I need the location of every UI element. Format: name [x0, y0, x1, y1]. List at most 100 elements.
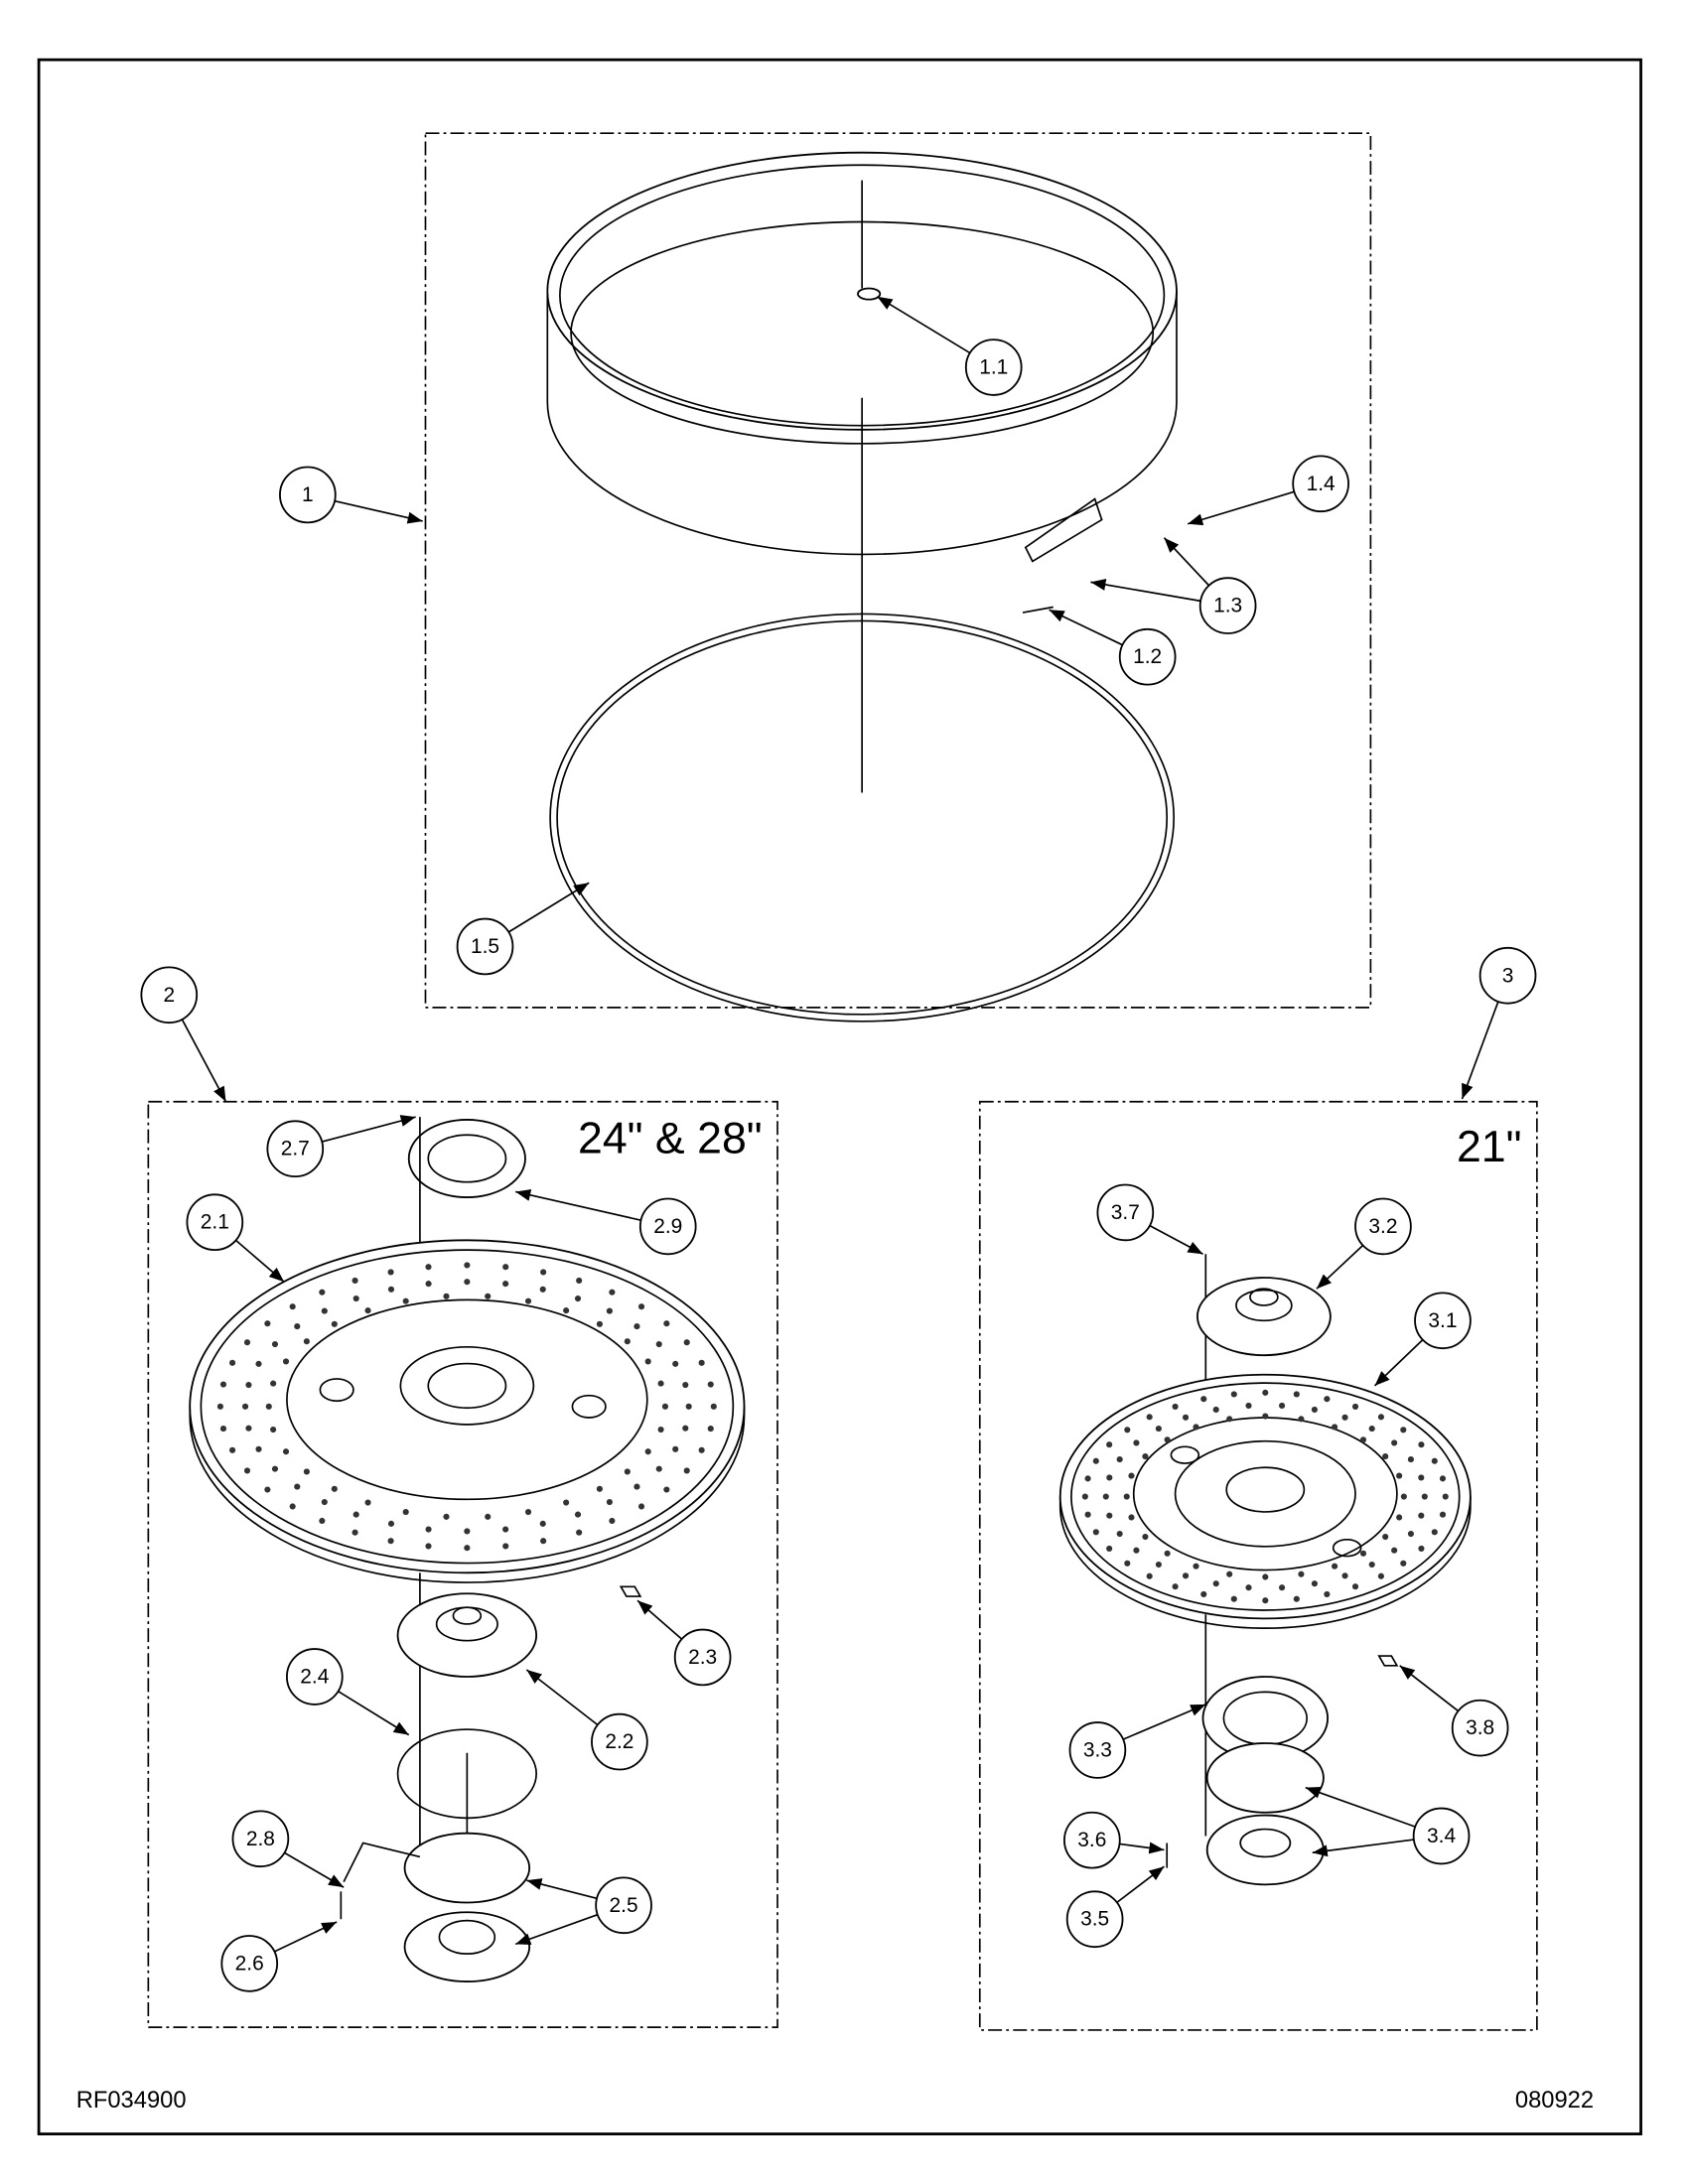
disc-hole [1262, 1597, 1269, 1604]
leader-arrow [234, 1239, 285, 1283]
disc-hole [1146, 1414, 1153, 1421]
page-border [37, 58, 1642, 2135]
disc-hole [606, 1498, 613, 1506]
disc-hole [1193, 1563, 1199, 1570]
disc-hole [576, 1529, 583, 1536]
group-3-box [978, 1100, 1538, 2031]
disc-hole [1442, 1493, 1449, 1500]
callout-label: 1.5 [471, 935, 499, 958]
disc-hole [425, 1526, 432, 1533]
callout-2: 2 [140, 966, 227, 1103]
disc-hole [425, 1264, 432, 1271]
disc-hole [1124, 1427, 1131, 1433]
disc-hole [282, 1448, 290, 1455]
disc-hole [1245, 1402, 1252, 1410]
group-3-size-label: 21" [1457, 1123, 1522, 1171]
disc-hole [563, 1499, 570, 1506]
callout-circle [186, 1193, 244, 1252]
callout-circle [1063, 1811, 1121, 1869]
callout-label: 1.3 [1213, 595, 1242, 617]
disc-hole [606, 1307, 613, 1314]
callout-circle [638, 1197, 697, 1256]
leader-arrow [1305, 1786, 1416, 1828]
disc-hole [1212, 1406, 1219, 1414]
disc-hole [1298, 1570, 1305, 1577]
callout-label: 3.4 [1427, 1825, 1456, 1847]
callout-3-3: 3.3 [1068, 1704, 1206, 1779]
callout-label: 1 [302, 483, 314, 506]
disc-hole [402, 1297, 409, 1304]
disc-hole [1341, 1572, 1348, 1579]
callout-circle [1096, 1183, 1155, 1242]
disc-hole [710, 1403, 717, 1410]
disc-hole [1311, 1406, 1318, 1414]
disc-hole [1106, 1512, 1113, 1519]
disc-hole [264, 1320, 271, 1327]
callout-3-2: 3.2 [1316, 1197, 1412, 1290]
disc-hole [1368, 1561, 1375, 1569]
callout-circle [220, 1935, 279, 1992]
disc-hole [1382, 1453, 1389, 1460]
disc-hole [596, 1320, 603, 1327]
disc-hole [1368, 1426, 1375, 1433]
callout-label: 3.2 [1368, 1215, 1397, 1238]
leader-arrow [334, 499, 423, 524]
disc-hole [464, 1262, 471, 1269]
disc-hole [1439, 1511, 1447, 1518]
callout-label: 2.7 [281, 1138, 310, 1160]
disc-hole [1431, 1529, 1438, 1536]
disc-hole [574, 1511, 582, 1518]
callout-circle [1292, 455, 1349, 513]
disc-hole [1172, 1403, 1179, 1410]
clip-3-8 [1377, 1655, 1399, 1667]
callout-1-3: 1.3 [1090, 537, 1257, 634]
disc-hole [1279, 1402, 1286, 1410]
disc-hole [1262, 1413, 1269, 1420]
disc-hole [682, 1381, 689, 1389]
leader-arrow [284, 1851, 345, 1888]
disc-hole [1081, 1493, 1088, 1500]
disc-hole [1262, 1389, 1269, 1396]
disc-hole [352, 1511, 359, 1518]
disc-hole [502, 1281, 509, 1288]
disc-hole [682, 1425, 689, 1432]
disc-hole [685, 1403, 692, 1410]
disc-hole [563, 1307, 570, 1314]
callout-3: 3 [1461, 946, 1537, 1100]
callout-circle [1414, 1292, 1472, 1350]
disc-hole [1123, 1493, 1130, 1500]
disc-hole [219, 1426, 227, 1433]
disc-hole [271, 1465, 279, 1472]
disc-hole [1084, 1475, 1091, 1482]
disc-hole [574, 1295, 582, 1302]
callout-circle [1478, 946, 1537, 1005]
disc-hole [539, 1520, 546, 1527]
disc-hole [265, 1403, 272, 1410]
disc-hole [1421, 1493, 1428, 1500]
leader-arrow [1399, 1665, 1460, 1712]
disc-hole [1391, 1439, 1398, 1446]
callout-circle [231, 1810, 290, 1868]
disc-hole [1106, 1441, 1113, 1448]
clip-2-3 [619, 1585, 642, 1597]
disc-hole [255, 1445, 262, 1452]
disc-hole [1262, 1573, 1269, 1580]
disc-hole [387, 1286, 395, 1293]
disc-hole [1084, 1511, 1091, 1518]
disc-hole [1351, 1583, 1359, 1590]
callout-label: 2.8 [246, 1828, 275, 1850]
callout-circle [1065, 1890, 1124, 1949]
disc-hole [364, 1307, 371, 1314]
disc-hole [1092, 1457, 1099, 1464]
disc-hole [657, 1380, 664, 1387]
callout-2-1: 2.1 [186, 1193, 285, 1283]
disc-hole [672, 1445, 679, 1452]
callout-label: 2.6 [235, 1952, 264, 1975]
disc-hole [502, 1264, 509, 1271]
disc-hole [255, 1360, 262, 1367]
disc-hole [672, 1360, 679, 1367]
disc-hole [1400, 1493, 1407, 1500]
disc-hole [1293, 1391, 1300, 1398]
disc-hole [661, 1403, 669, 1410]
